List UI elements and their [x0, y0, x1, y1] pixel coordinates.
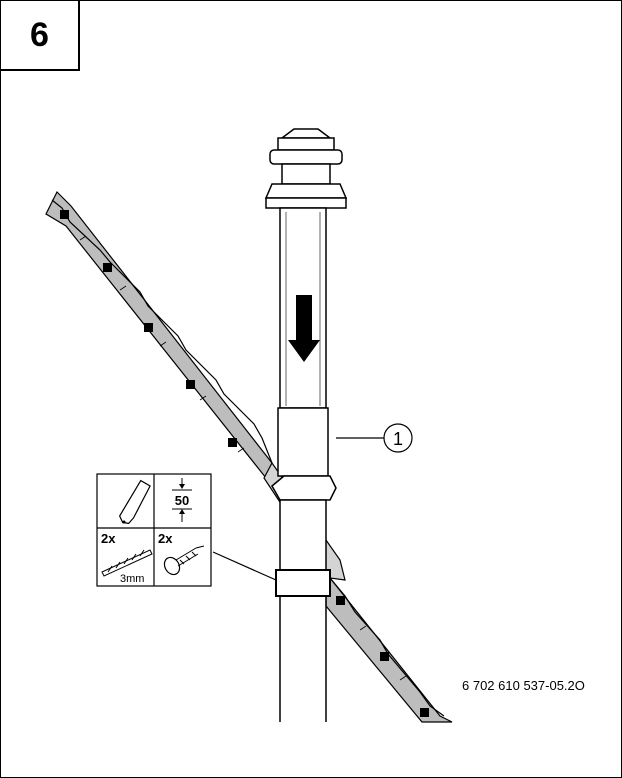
flue-cap-top: [279, 128, 333, 139]
callout-number: 1: [393, 429, 403, 449]
roof-batten: [380, 652, 389, 661]
flue-pipe-collar: [271, 475, 337, 501]
flue-cap-collar: [281, 163, 331, 185]
drill-size: 3mm: [120, 573, 144, 585]
grease-tube-icon: [118, 479, 151, 524]
callout-circle: [383, 423, 413, 453]
step-box: 6: [1, 1, 80, 71]
drill-count: 2x: [101, 531, 116, 546]
roof-upper: [45, 190, 273, 480]
roof-batten: [336, 596, 345, 605]
step-number: 6: [30, 15, 49, 54]
roof-tile-edge-lower: [329, 577, 445, 717]
distance-value: 50: [175, 493, 189, 508]
roof-batten: [186, 380, 195, 389]
roof-tile-edge: [51, 199, 273, 464]
roof-texture: [79, 235, 407, 681]
roof-batten: [103, 263, 112, 272]
roof-batten: [420, 708, 429, 717]
flue-cap-ring: [269, 149, 343, 165]
screw-count: 2x: [158, 531, 173, 546]
flue-clamp-ring: [275, 569, 331, 597]
document-code: 6 702 610 537-05.2O: [462, 678, 585, 693]
flue-pipe-middle: [279, 499, 327, 571]
flue-pipe: [264, 128, 348, 722]
roof-batten: [60, 210, 69, 219]
down-arrow-icon: [288, 295, 320, 362]
screw-dowel-icon: [163, 545, 205, 576]
callout-1: 1: [336, 423, 413, 453]
flue-cap-neck: [277, 137, 335, 151]
distance-marker-icon: 50: [172, 478, 192, 522]
parts-leader: [212, 551, 277, 581]
flue-cap-skirt: [264, 183, 348, 199]
parts-table: 50 2x 3mm 2x: [96, 473, 277, 587]
flue-cap-base: [265, 197, 347, 209]
roof-batten: [228, 438, 237, 447]
roof-batten: [144, 323, 153, 332]
roof-section: [45, 190, 453, 723]
flue-pipe-joint: [277, 407, 329, 477]
drill-bit-icon: [101, 549, 153, 577]
